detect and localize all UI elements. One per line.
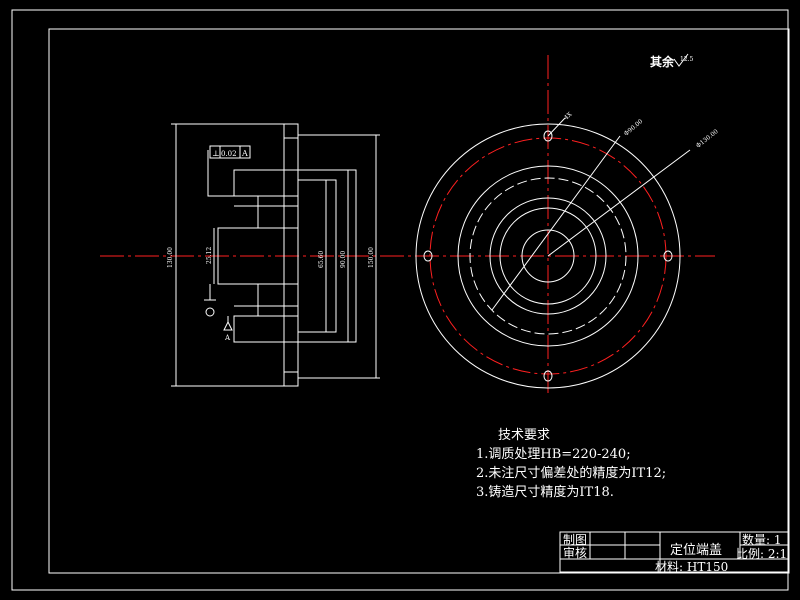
title-block-grid	[559, 531, 789, 573]
quantity: 数量: 1	[742, 533, 782, 547]
surface-finish-value: 12.5	[680, 56, 694, 63]
dim-recess-inner: 65.60	[318, 251, 325, 268]
datum-mark	[204, 284, 233, 331]
recess-circle	[489, 197, 607, 315]
outer-frame	[11, 9, 789, 591]
bolt-hole-right	[663, 250, 673, 262]
dim-recess-outer: 90.00	[340, 251, 347, 268]
requirement-item-3: 3.铸造尺寸精度为IT18.	[476, 485, 614, 500]
material: 材料: HT150	[655, 560, 729, 574]
requirement-item-1: 1.调质处理HB=220-240;	[476, 447, 631, 462]
technical-requirements: 技术要求 1.调质处理HB=220-240; 2.未注尺寸偏差处的精度为IT12…	[476, 426, 666, 502]
side-view	[171, 123, 380, 387]
leader-hole	[547, 117, 566, 137]
flange-circle	[457, 165, 639, 347]
geometric-tolerance-frame: ⊥ 0.02 A	[209, 145, 251, 159]
tol-symbol: ⊥	[212, 149, 220, 158]
dim-bore: 25.12	[206, 247, 213, 264]
dim-r1-label: Φ90.00	[623, 118, 645, 138]
requirements-title: 技术要求	[498, 428, 551, 443]
checked-by-label: 审核	[563, 546, 588, 560]
front-view	[415, 117, 691, 389]
surface-finish-label: 其余	[650, 54, 675, 69]
leader-r2	[547, 149, 691, 257]
part-name: 定位端盖	[670, 543, 723, 558]
surface-finish-symbol: 其余 12.5	[650, 53, 694, 69]
bolt-circle	[429, 137, 667, 375]
boss-circle	[499, 207, 597, 305]
tol-value: 0.02	[221, 150, 237, 158]
dim-r2-label: Φ130.00	[695, 128, 720, 150]
tol-datum: A	[241, 149, 248, 158]
bolt-hole-bottom	[543, 370, 553, 382]
recess-circle-dashed	[469, 177, 627, 335]
bore-circle	[521, 229, 575, 283]
drawn-by-label: 制图	[563, 533, 588, 547]
bolt-hole-left	[423, 250, 433, 262]
bolt-hole-top	[543, 130, 553, 142]
requirement-item-2: 2.未注尺寸偏差处的精度为IT12;	[476, 466, 667, 481]
inner-frame	[48, 28, 790, 574]
scale: 比例: 2:1	[736, 547, 788, 561]
dim-hole-label: 4X	[563, 111, 574, 122]
dim-flange: 150.00	[368, 247, 375, 268]
leader-r1	[491, 135, 621, 311]
outer-circle	[415, 123, 681, 389]
dim-overall: 130.00	[167, 247, 174, 268]
datum-letter: A	[224, 334, 231, 342]
